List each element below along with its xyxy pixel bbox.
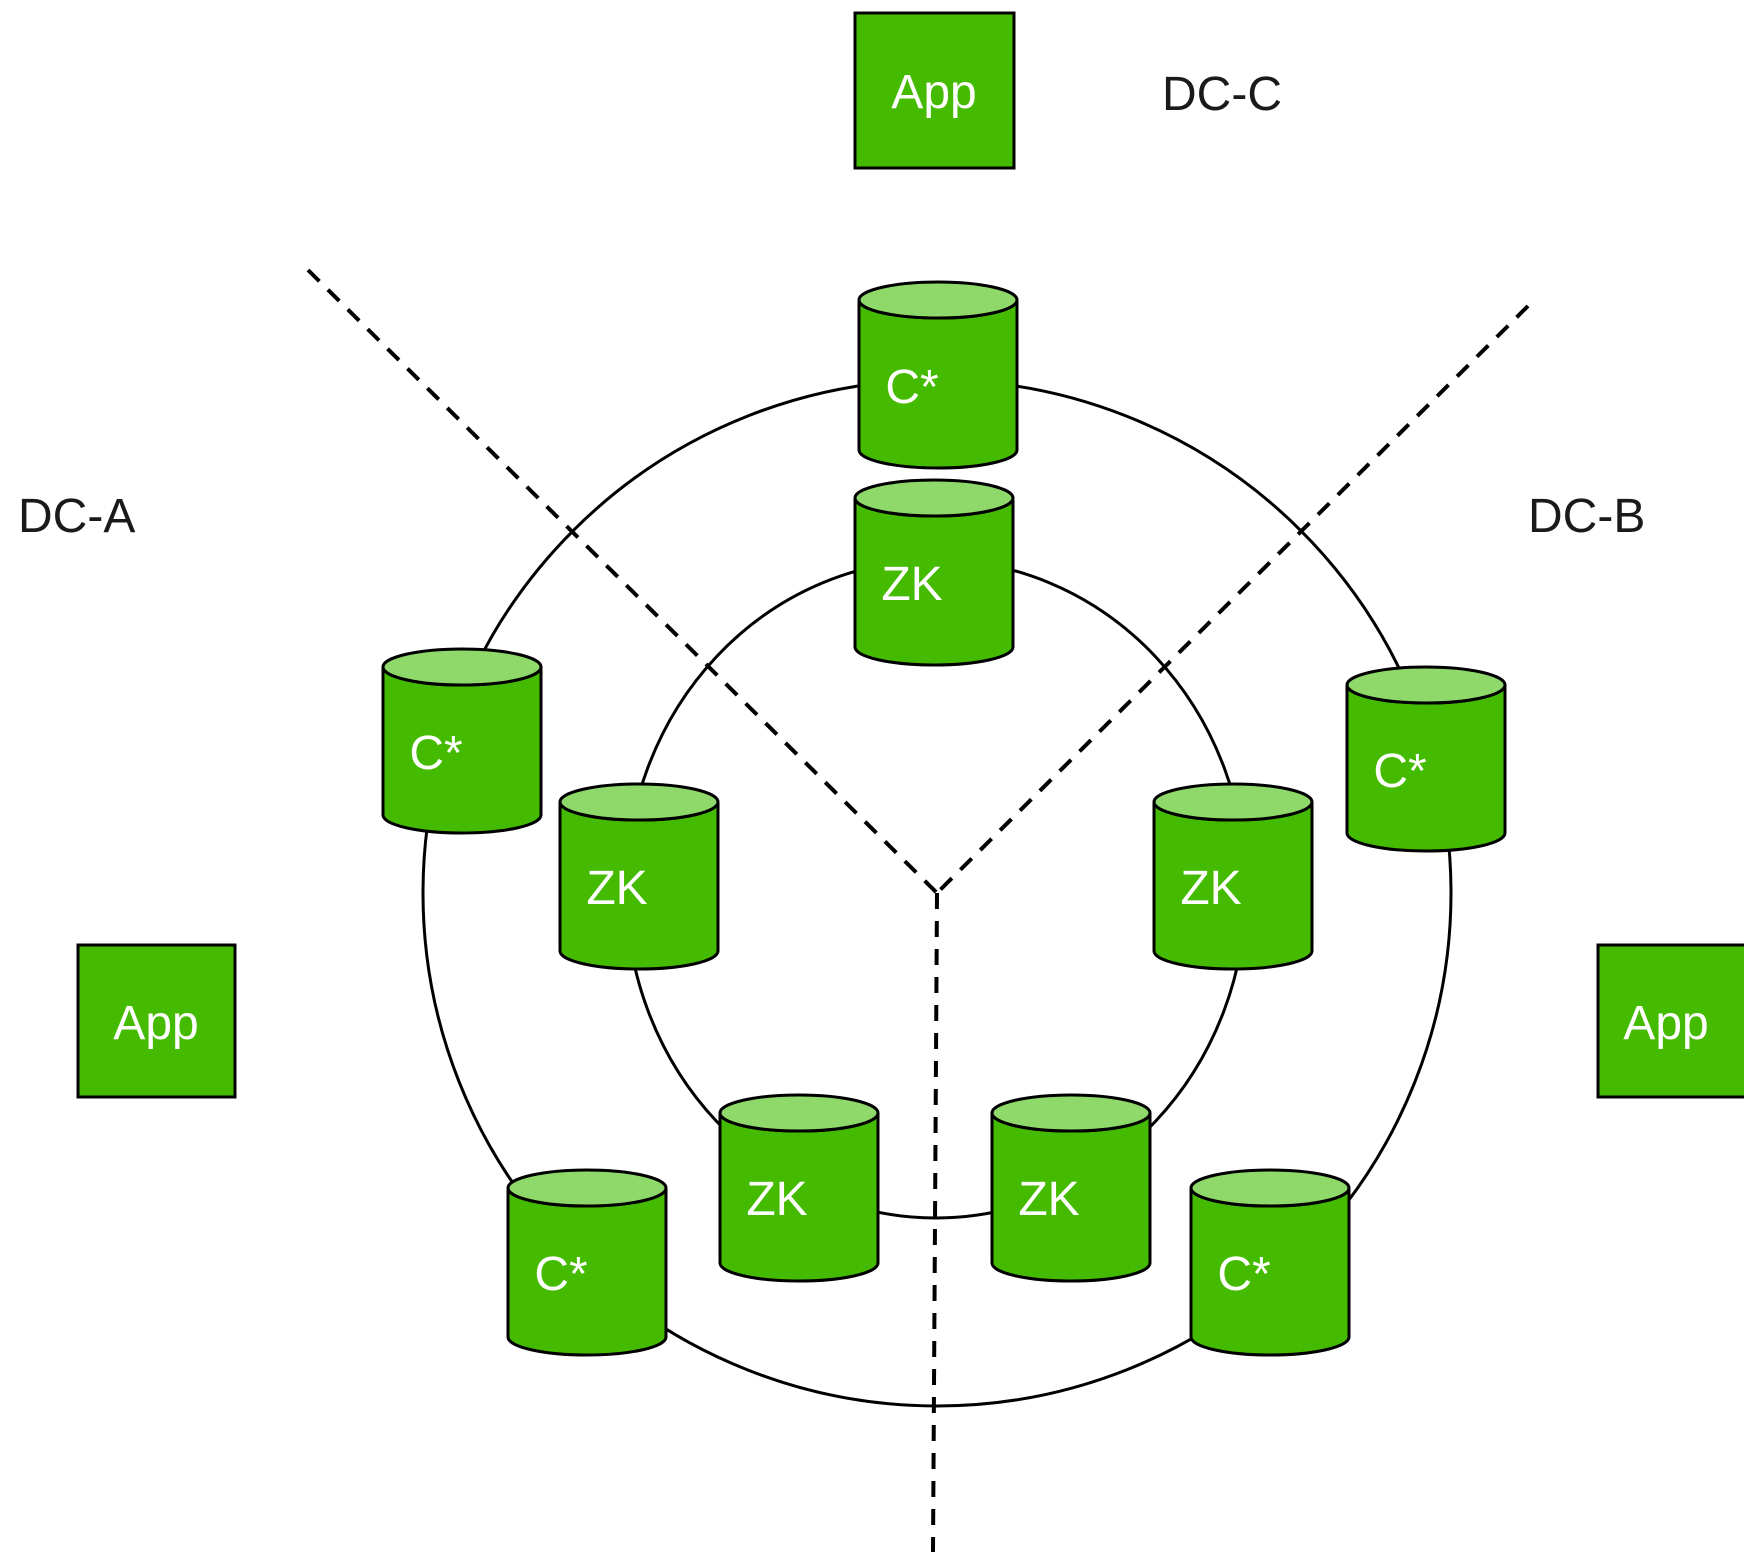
cylinder-top xyxy=(853,478,1015,518)
cassandra-node-right: C* xyxy=(1345,665,1507,853)
cylinder-top xyxy=(857,280,1019,320)
database-cylinder-icon xyxy=(381,647,543,835)
database-cylinder-icon xyxy=(853,478,1015,667)
zookeeper-node-label: ZK xyxy=(746,1173,807,1226)
database-cylinder-icon xyxy=(506,1168,668,1357)
cylinder-top xyxy=(381,647,543,687)
zookeeper-node-bottom-right: ZK xyxy=(990,1093,1152,1283)
dc-b-label: DC-B xyxy=(1528,490,1645,543)
cassandra-node-label: C* xyxy=(1373,745,1426,798)
cylinder-top xyxy=(1189,1168,1351,1208)
zookeeper-node-left: ZK xyxy=(558,782,720,971)
zookeeper-node-right: ZK xyxy=(1152,782,1314,971)
cylinder-top xyxy=(1345,665,1507,705)
dc-c-label: DC-C xyxy=(1162,68,1282,121)
cassandra-node-label: C* xyxy=(885,361,938,414)
app-dc-a: App xyxy=(76,943,237,1099)
cassandra-node-bottom-left: C* xyxy=(506,1168,668,1357)
cylinder-top xyxy=(1152,782,1314,822)
zookeeper-node-top: ZK xyxy=(853,478,1015,667)
dc-a-label: DC-A xyxy=(18,490,135,543)
cylinder-top xyxy=(558,782,720,822)
cylinder-top xyxy=(506,1168,668,1208)
database-cylinder-icon xyxy=(1345,665,1507,853)
cassandra-node-label: C* xyxy=(534,1248,587,1301)
cassandra-node-label: C* xyxy=(1217,1248,1270,1301)
app-dc-c: App xyxy=(853,11,1016,170)
database-cylinder-icon xyxy=(857,280,1019,470)
divider-dc-a-dc-b xyxy=(931,892,939,1553)
divider-dc-a-dc-c xyxy=(306,268,939,895)
zookeeper-node-label: ZK xyxy=(1018,1173,1079,1226)
zookeeper-node-label: ZK xyxy=(881,558,942,611)
app-box-icon xyxy=(1596,943,1744,1099)
app-box-icon xyxy=(853,11,1016,170)
app-box-icon xyxy=(76,943,237,1099)
zookeeper-node-bottom-left: ZK xyxy=(718,1093,880,1283)
cassandra-node-left: C* xyxy=(381,647,543,835)
zookeeper-node-label: ZK xyxy=(1180,862,1241,915)
database-cylinder-icon xyxy=(558,782,720,971)
cylinder-top xyxy=(718,1093,880,1133)
database-cylinder-icon xyxy=(718,1093,880,1283)
zookeeper-node-label: ZK xyxy=(586,862,647,915)
cassandra-node-bottom-right: C* xyxy=(1189,1168,1351,1357)
app-label: App xyxy=(891,66,976,119)
app-dc-b: App xyxy=(1596,943,1744,1099)
database-cylinder-icon xyxy=(1152,782,1314,971)
app-label: App xyxy=(113,997,198,1050)
database-cylinder-icon xyxy=(1189,1168,1351,1357)
cylinder-top xyxy=(990,1093,1152,1133)
cassandra-node-top: C* xyxy=(857,280,1019,470)
database-cylinder-icon xyxy=(990,1093,1152,1283)
app-label: App xyxy=(1623,997,1708,1050)
cassandra-node-label: C* xyxy=(409,727,462,780)
